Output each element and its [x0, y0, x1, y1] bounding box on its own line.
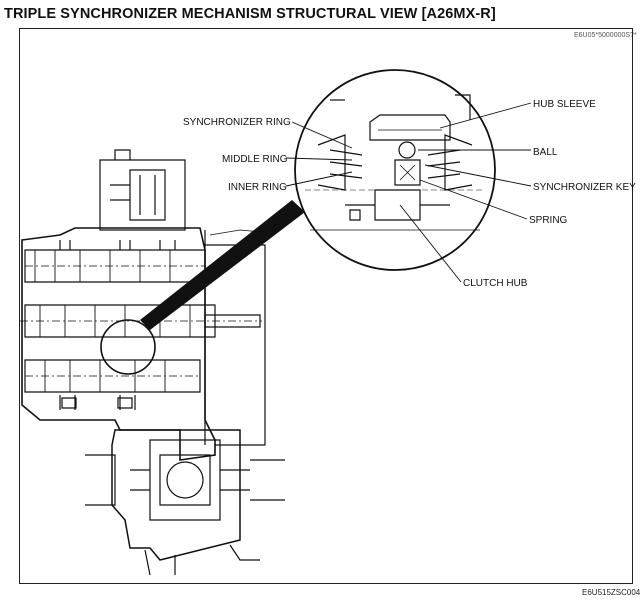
- transmission-assembly: [20, 150, 285, 575]
- reference-code-bottom: E6U515ZSC004: [582, 588, 640, 597]
- label-synchronizer-ring: SYNCHRONIZER RING: [183, 117, 291, 128]
- diagram-frame: [19, 28, 633, 584]
- reference-code-top: E6U05*5000000S?*: [574, 32, 637, 39]
- label-hub-sleeve: HUB SLEEVE: [533, 99, 596, 110]
- detail-locator-circle: [100, 319, 156, 375]
- label-spring: SPRING: [529, 215, 568, 226]
- diagram-title: TRIPLE SYNCHRONIZER MECHANISM STRUCTURAL…: [4, 6, 496, 22]
- label-middle-ring: MIDDLE RING: [222, 154, 288, 165]
- label-clutch-hub: CLUTCH HUB: [463, 278, 528, 289]
- label-inner-ring: INNER RING: [228, 182, 287, 193]
- label-ball: BALL: [533, 147, 558, 158]
- label-synchronizer-key: SYNCHRONIZER KEY: [533, 182, 636, 193]
- magnification-leader: [140, 200, 305, 330]
- magnified-detail: [285, 69, 532, 283]
